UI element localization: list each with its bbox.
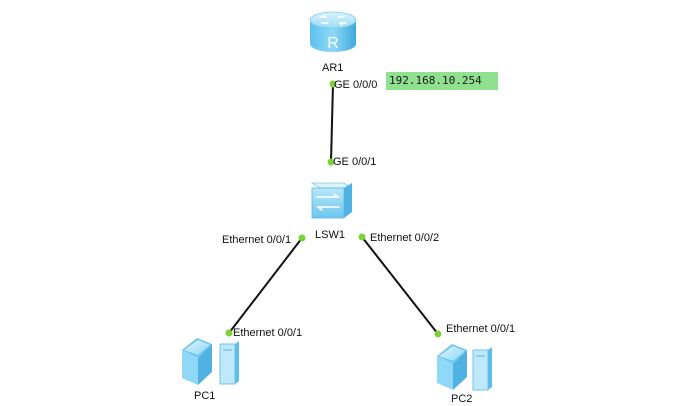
port-dot-lsw1-eth002[interactable]	[358, 233, 366, 241]
pc2-name-label: PC2	[451, 393, 473, 405]
switch-name-label: LSW1	[315, 229, 345, 241]
port-dot-lsw1-ge001[interactable]	[327, 158, 335, 166]
interface-label-lsw1-eth002: Ethernet 0/0/2	[370, 232, 440, 244]
port-dot-lsw1-eth001[interactable]	[298, 234, 306, 242]
interface-label-ar1-ge000: GE 0/0/0	[334, 79, 378, 91]
pc-icon[interactable]	[182, 338, 239, 385]
link-lsw1-pc1[interactable]	[228, 237, 303, 334]
interface-label-lsw1-eth001: Ethernet 0/0/1	[222, 234, 292, 246]
link-lsw1-pc2[interactable]	[361, 236, 439, 335]
port-dot-pc1-eth001[interactable]	[225, 329, 233, 337]
router-glyph: R	[327, 35, 339, 52]
switch-icon[interactable]	[310, 182, 354, 219]
interface-label-lsw1-ge001: GE 0/0/1	[333, 156, 377, 168]
interface-label-pc1-eth001: Ethernet 0/0/1	[233, 327, 303, 339]
pc-icon[interactable]	[437, 344, 492, 391]
link-ar1-lsw1[interactable]	[330, 83, 334, 163]
pc1-name-label: PC1	[194, 390, 216, 402]
interface-label-pc2-eth001: Ethernet 0/0/1	[446, 323, 516, 335]
port-dot-ar1-ge000[interactable]	[329, 80, 337, 88]
ip-address-note[interactable]: 192.168.10.254	[386, 72, 498, 90]
port-dot-pc2-eth001[interactable]	[434, 330, 442, 338]
router-name-label: AR1	[322, 62, 344, 74]
router-icon[interactable]: R	[309, 11, 357, 52]
